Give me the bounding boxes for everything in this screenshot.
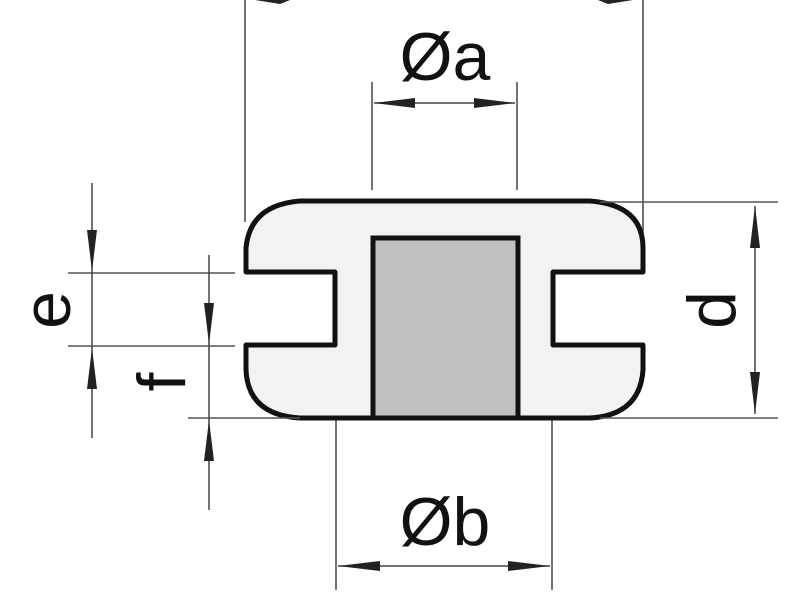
label-b: Øb [400, 484, 491, 560]
label-e: e [9, 291, 85, 329]
dimension-d: d [600, 201, 778, 419]
grommet-insert [370, 235, 521, 421]
dimension-b: Øb [335, 420, 553, 590]
dimension-f: f [124, 255, 300, 510]
outer-diameter-dimension [244, 0, 644, 240]
dimension-a: Øa [371, 19, 518, 190]
dimension-e: e [9, 183, 235, 438]
label-a: Øa [400, 19, 491, 95]
label-f: f [124, 372, 200, 391]
label-d: d [674, 291, 750, 329]
